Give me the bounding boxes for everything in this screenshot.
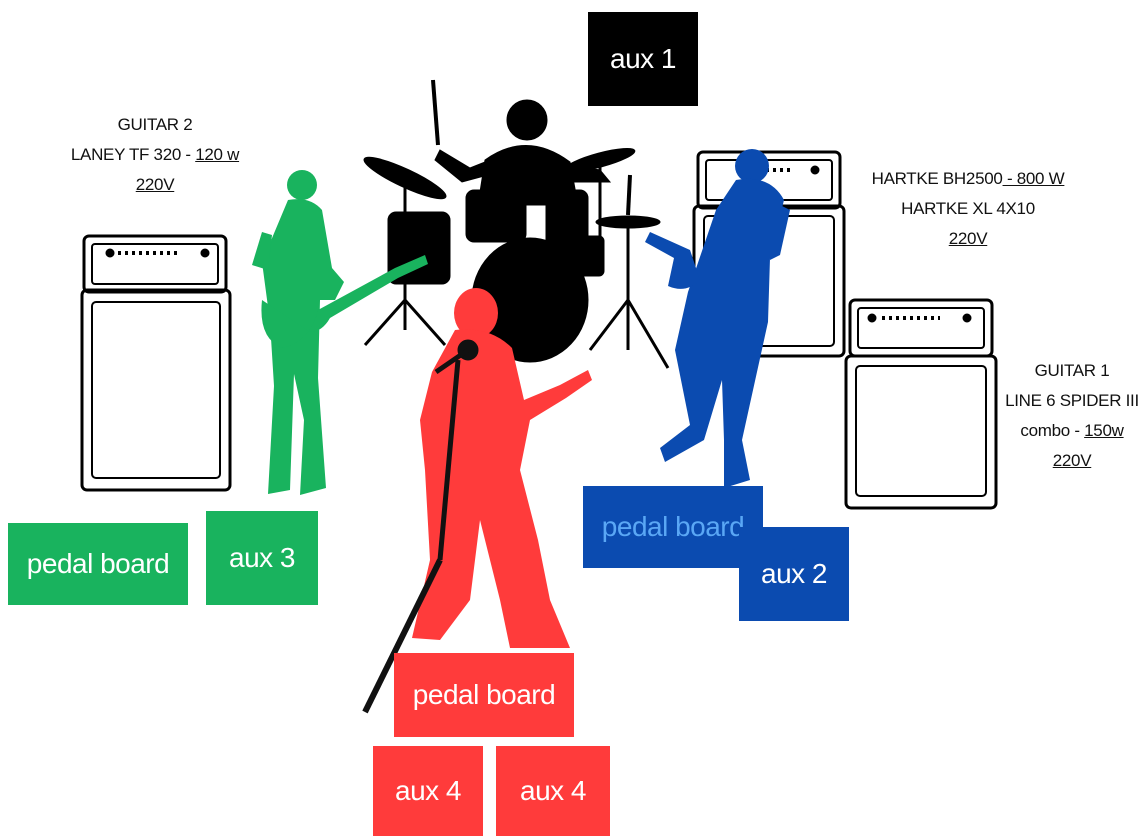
aux4-box-right: aux 4 bbox=[496, 746, 610, 836]
guitar2-label: GUITAR 2 LANEY TF 320 - 120 w 220V bbox=[60, 110, 250, 200]
bass-head-model: HARTKE BH2500 bbox=[872, 169, 1003, 188]
aux4-box-left: aux 4 bbox=[373, 746, 483, 836]
guitar1-title: GUITAR 1 bbox=[1004, 356, 1140, 386]
amp-left bbox=[82, 236, 230, 490]
guitar1-power: 150w bbox=[1084, 421, 1123, 440]
guitar2-title: GUITAR 2 bbox=[60, 110, 250, 140]
right-pedal-board: pedal board bbox=[583, 486, 763, 568]
aux3-box: aux 3 bbox=[206, 511, 318, 605]
center-pedal-board: pedal board bbox=[394, 653, 574, 737]
guitar1-model: LINE 6 SPIDER III bbox=[1004, 386, 1140, 416]
guitar1-combo: combo - bbox=[1020, 421, 1084, 440]
guitar1-voltage: 220V bbox=[1004, 446, 1140, 476]
aux2-box: aux 2 bbox=[739, 527, 849, 621]
guitar2-voltage: 220V bbox=[60, 170, 250, 200]
guitar2-power: 120 w bbox=[195, 145, 239, 164]
guitar2-model-line: LANEY TF 320 - 120 w bbox=[60, 140, 250, 170]
bass-cab-model: HARTKE XL 4X10 bbox=[852, 194, 1084, 224]
bass-voltage: 220V bbox=[852, 224, 1084, 254]
guitar2-model: LANEY TF 320 - bbox=[71, 145, 195, 164]
guitar1-label: GUITAR 1 LINE 6 SPIDER III combo - 150w … bbox=[1004, 356, 1140, 476]
bass-power: - 800 W bbox=[1003, 169, 1065, 188]
bass-label: HARTKE BH2500 - 800 W HARTKE XL 4X10 220… bbox=[852, 164, 1084, 254]
guitar1-combo-line: combo - 150w bbox=[1004, 416, 1140, 446]
drum-kit-silhouette bbox=[360, 80, 668, 368]
left-pedal-board: pedal board bbox=[8, 523, 188, 605]
aux1-box: aux 1 bbox=[588, 12, 698, 106]
bass-head-line: HARTKE BH2500 - 800 W bbox=[852, 164, 1084, 194]
amp-guitar1 bbox=[846, 300, 996, 508]
